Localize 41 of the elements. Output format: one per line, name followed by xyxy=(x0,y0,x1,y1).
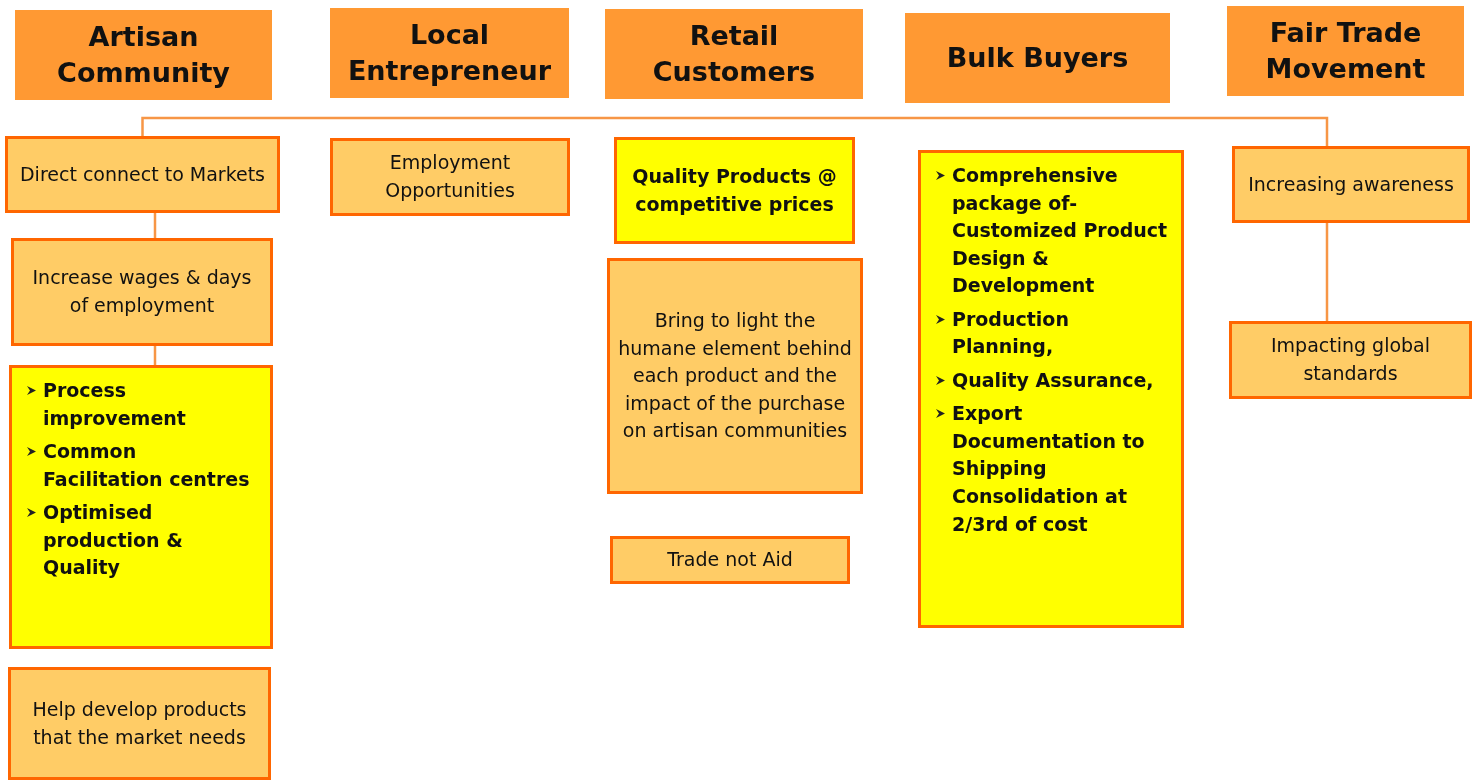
info-box xyxy=(610,536,850,584)
highlight-box xyxy=(614,137,855,244)
column-heading: Artisan Community xyxy=(56,19,231,90)
column-heading: Bulk Buyers xyxy=(946,40,1129,75)
box-text: Trade not Aid xyxy=(667,547,793,573)
info-box xyxy=(607,258,863,494)
header-box xyxy=(15,10,272,100)
box-text: Help develop products that the market needs xyxy=(31,696,248,750)
bullet-text: Production Planning, xyxy=(952,306,1070,360)
info-box xyxy=(1229,321,1472,399)
bullet-text: Optimised production & Quality xyxy=(43,500,184,581)
info-box xyxy=(11,238,273,346)
header-box xyxy=(905,13,1170,103)
box-text: Increasing awareness xyxy=(1248,171,1454,197)
bullet-text: Process improvement xyxy=(43,378,187,431)
box-text: Impacting global standards xyxy=(1269,333,1432,386)
box-text: Direct connect to Markets xyxy=(19,161,265,187)
box-text: Increase wages & days of employment xyxy=(31,265,253,318)
connector-line xyxy=(153,213,157,238)
column-heading: Fair Trade Movement xyxy=(1264,15,1427,86)
bullet-text: Comprehensive package of- Customized Product Design & Development xyxy=(952,163,1169,299)
header-box xyxy=(605,9,863,99)
connector-line xyxy=(153,346,157,365)
info-box xyxy=(1232,146,1470,223)
header-box xyxy=(330,8,569,98)
box-text: Bring to light the humane element behind each product and the impact of the purchase on artisan communities xyxy=(618,308,852,444)
connector-line xyxy=(1325,223,1329,321)
box-text: Quality Products @ competitive prices xyxy=(631,163,838,217)
highlight-box xyxy=(9,365,273,649)
info-box xyxy=(5,136,280,213)
column-heading: Retail Customers xyxy=(651,18,817,89)
connector-line xyxy=(141,116,1329,146)
info-box xyxy=(330,138,570,216)
bullet-text: Common Facilitation centres xyxy=(43,439,251,492)
column-heading: Local Entrepreneur xyxy=(346,17,553,88)
box-text: Employment Opportunities xyxy=(384,150,516,203)
highlight-box xyxy=(918,150,1184,628)
info-box xyxy=(8,667,271,780)
bullet-text: Export Documentation to Shipping Consolidation at 2/3rd of cost xyxy=(952,401,1146,537)
header-box xyxy=(1227,6,1464,96)
bullet-text: Quality Assurance, xyxy=(952,367,1154,393)
